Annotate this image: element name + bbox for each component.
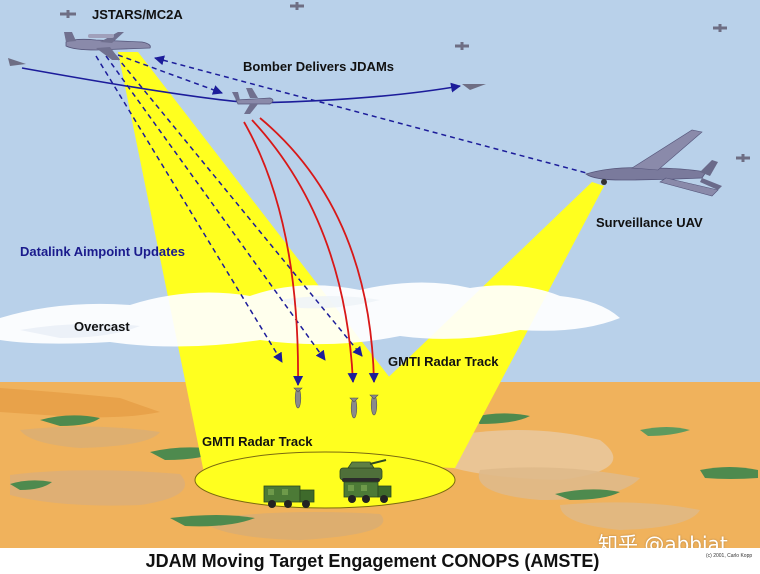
awacs-aircraft-icon [64, 32, 151, 60]
copyright-notice: (c) 2001, Carlo Kopp [706, 553, 753, 559]
fighter-icon [8, 2, 750, 162]
label-bomber: Bomber Delivers JDAMs [243, 59, 394, 74]
truck-icon [263, 481, 392, 508]
bomber-icon [232, 88, 274, 114]
uav-icon [585, 129, 722, 197]
conops-illustration [0, 0, 760, 548]
diagram-caption: JDAM Moving Target Engagement CONOPS (AM… [145, 551, 600, 571]
label-jstars: JSTARS/MC2A [92, 7, 183, 22]
caption-bar: JDAM Moving Target Engagement CONOPS (AM… [0, 548, 760, 574]
tank-icon [339, 459, 387, 482]
label-uav: Surveillance UAV [596, 215, 703, 230]
terrain-patches [0, 388, 758, 540]
datalink-arrows [95, 54, 595, 363]
jstars-radar-beam [118, 52, 455, 478]
overcast-cloud-layer [0, 282, 620, 347]
label-gmti-lower: GMTI Radar Track [202, 434, 313, 449]
label-overcast: Overcast [74, 319, 130, 334]
jdam-trajectories [243, 117, 379, 386]
label-datalink: Datalink Aimpoint Updates [20, 244, 185, 259]
label-gmti-upper: GMTI Radar Track [388, 354, 499, 369]
jdam-bomb-icon [293, 387, 379, 419]
target-area-ellipse [194, 451, 456, 509]
